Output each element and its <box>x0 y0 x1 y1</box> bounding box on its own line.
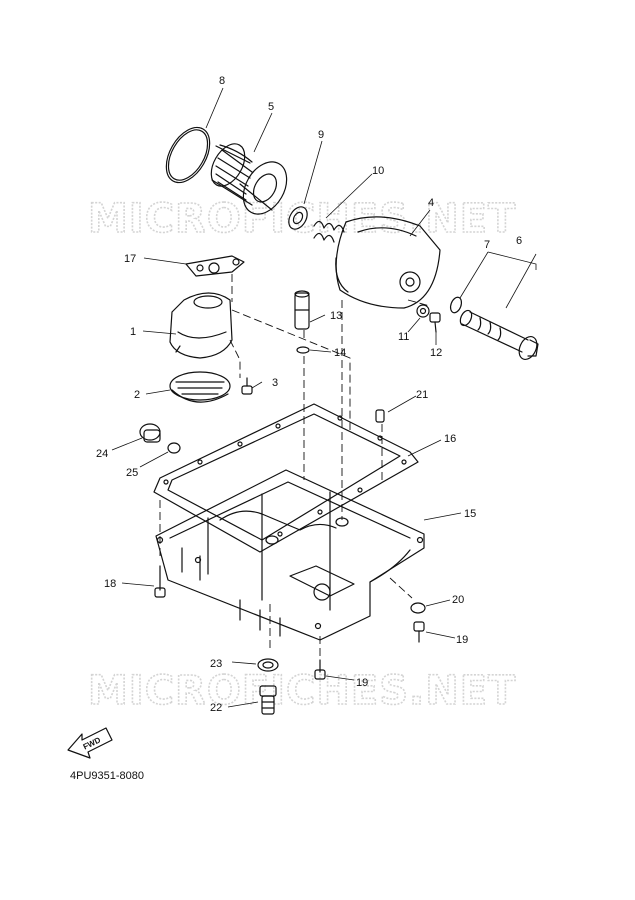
callout-label: 7 <box>484 239 490 251</box>
callout-label: 6 <box>516 235 522 247</box>
callout-label: 10 <box>372 165 384 177</box>
o-ring-8 <box>157 120 218 190</box>
leader-lines <box>111 87 537 708</box>
spring-10 <box>314 221 344 242</box>
filter-cover-4 <box>336 217 440 308</box>
oil-filter-element <box>204 138 295 222</box>
callout-label: 3 <box>272 377 278 389</box>
catalog-code: 4PU9351-8080 <box>70 770 145 782</box>
watermark-bottom: MICROFICHES.NET <box>88 668 516 714</box>
bolt-19a <box>414 622 424 642</box>
o-ring-14 <box>297 347 309 353</box>
callout-label: 15 <box>464 508 476 520</box>
washer-9 <box>285 204 311 233</box>
bolt-18 <box>155 566 165 597</box>
grommet-20 <box>411 603 425 613</box>
callout-label: 16 <box>444 433 456 445</box>
callout-label: 18 <box>104 578 116 590</box>
callout-label: 9 <box>318 129 324 141</box>
o-ring-7 <box>449 296 464 314</box>
bolt-3 <box>242 378 252 394</box>
dowel-pin-21 <box>376 410 384 422</box>
plug-24 <box>140 424 160 442</box>
callout-label: 8 <box>219 75 225 87</box>
callout-label: 12 <box>430 347 442 359</box>
drain-plug-22 <box>260 686 276 714</box>
callout-label: 11 <box>398 331 409 343</box>
forward-marker-label: FWD <box>82 735 103 751</box>
callout-label: 19 <box>356 677 368 689</box>
strainer-housing-1 <box>170 293 232 358</box>
alignment-lines <box>159 274 431 656</box>
callout-label: 14 <box>334 347 346 359</box>
oil-pan-gasket-16 <box>154 404 418 552</box>
callout-label: 23 <box>210 658 222 670</box>
callout-label: 1 <box>130 326 136 338</box>
callout-label: 2 <box>134 389 140 401</box>
callout-label: 4 <box>428 197 434 209</box>
callout-label: 21 <box>416 389 428 401</box>
gasket-23 <box>258 659 278 671</box>
callout-label: 17 <box>124 253 136 265</box>
forward-arrow-icon <box>68 728 112 758</box>
oil-strainer-2 <box>170 372 230 402</box>
callout-label: 25 <box>126 467 138 479</box>
callout-label: 22 <box>210 702 222 714</box>
relief-pipe-6 <box>458 309 540 363</box>
callout-label: 13 <box>330 310 342 322</box>
callout-label: 5 <box>268 101 274 113</box>
o-ring-25 <box>168 443 180 453</box>
nut-11 <box>417 305 429 317</box>
bolt-12 <box>430 313 440 332</box>
callout-label: 19 <box>456 634 468 646</box>
gasket-17 <box>186 256 244 276</box>
callout-label: 24 <box>96 448 108 460</box>
bolt-19b <box>315 660 325 679</box>
callout-labels: 8 5 9 10 4 7 6 17 13 1 14 11 12 3 2 21 1… <box>96 75 522 714</box>
pipe-fitting-13 <box>295 291 309 329</box>
oil-pan-15 <box>156 470 424 640</box>
callout-label: 20 <box>452 594 464 606</box>
